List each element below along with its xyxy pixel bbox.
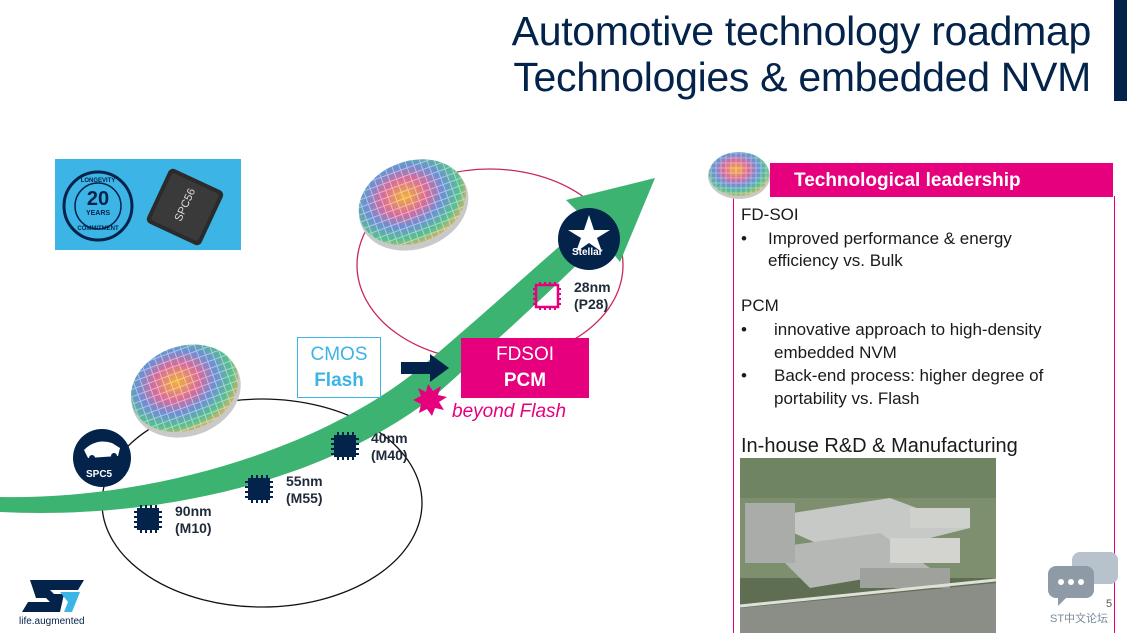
spc5-logo [73, 429, 131, 487]
bullet-marker: • [741, 229, 747, 248]
page-title: Automotive technology roadmap [511, 8, 1092, 54]
fdsoi-heading: FD-SOI [741, 205, 799, 224]
panel-wafer [708, 152, 770, 199]
fdsoi-label: FDSOI [495, 344, 555, 365]
flash-label: Flash [314, 370, 364, 391]
pcm-heading: PCM [741, 296, 779, 315]
pcm-bullet-2-line-1: Back-end process: higher degree of [774, 366, 1044, 385]
longevity-badge: LONGEVITY 20 YEARS COMMITMENT SPC56 [55, 159, 241, 250]
node-size: 28nm [574, 279, 611, 295]
cmos-label: CMOS [310, 344, 368, 365]
pcm-bullet-1-line-2: embedded NVM [774, 343, 897, 362]
pcm-bullet-2-line-2: portability vs. Flash [774, 389, 920, 408]
chip-icon-55nm [245, 475, 273, 503]
chip-icon-90nm [134, 505, 162, 533]
factory-photo [740, 458, 996, 633]
node-label-28nm: 28nm (P28) [574, 279, 611, 313]
spc5-label: SPC5 [86, 469, 113, 480]
page-number: 5 [1106, 598, 1113, 610]
st-logo [22, 580, 84, 612]
page-subtitle: Technologies & embedded NVM [513, 54, 1091, 100]
leadership-panel [733, 196, 1115, 633]
badge-years-number: 20 [86, 188, 110, 210]
bullet-marker: • [741, 320, 747, 339]
chip-icon-40nm [331, 432, 359, 460]
node-label-55nm: 55nm (M55) [286, 473, 323, 507]
node-code: (M40) [371, 447, 408, 463]
node-size: 55nm [286, 473, 323, 489]
node-label-40nm: 40nm (M40) [371, 430, 408, 464]
node-code: (M10) [175, 520, 212, 536]
node-code: (P28) [574, 296, 609, 312]
chip-icon-28nm [533, 282, 561, 310]
node-size: 90nm [175, 503, 212, 519]
fdsoi-pcm-box: FDSOI PCM [461, 338, 589, 398]
fdsoi-bullet-1-line-1: Improved performance & energy [768, 229, 1012, 248]
panel-header: Technological leadership [770, 163, 1113, 197]
node-size: 40nm [371, 430, 408, 446]
transition-arrow [401, 354, 449, 382]
inhouse-heading: In-house R&D & Manufacturing [741, 435, 1018, 457]
forum-chat-icon [1048, 552, 1118, 606]
cmos-flash-box: CMOS Flash [297, 337, 381, 398]
beyond-flash-label: beyond Flash [452, 401, 567, 422]
burst-icon [413, 384, 447, 416]
wafer-left [130, 344, 241, 438]
badge-years-word: YEARS [85, 210, 111, 217]
badge-commitment-text: COMMITMENT [77, 226, 119, 232]
node-code: (M55) [286, 490, 323, 506]
badge-longevity-text: LONGEVITY [80, 178, 116, 184]
wafer-top [358, 159, 469, 251]
node-label-90nm: 90nm (M10) [175, 503, 212, 537]
st-tagline: life.augmented [19, 616, 85, 627]
stellar-label: Stellar [572, 247, 603, 258]
title-accent-bar [1114, 0, 1127, 101]
pcm-bullet-1-line-1: innovative approach to high-density [774, 320, 1042, 339]
stellar-logo [558, 208, 620, 270]
fdsoi-bullet-1-line-2: efficiency vs. Bulk [768, 251, 903, 270]
roadmap-diagram [0, 159, 655, 608]
bullet-marker: • [741, 366, 747, 385]
forum-watermark-text: ST中文论坛 [1050, 613, 1109, 625]
pcm-label: PCM [503, 370, 547, 391]
